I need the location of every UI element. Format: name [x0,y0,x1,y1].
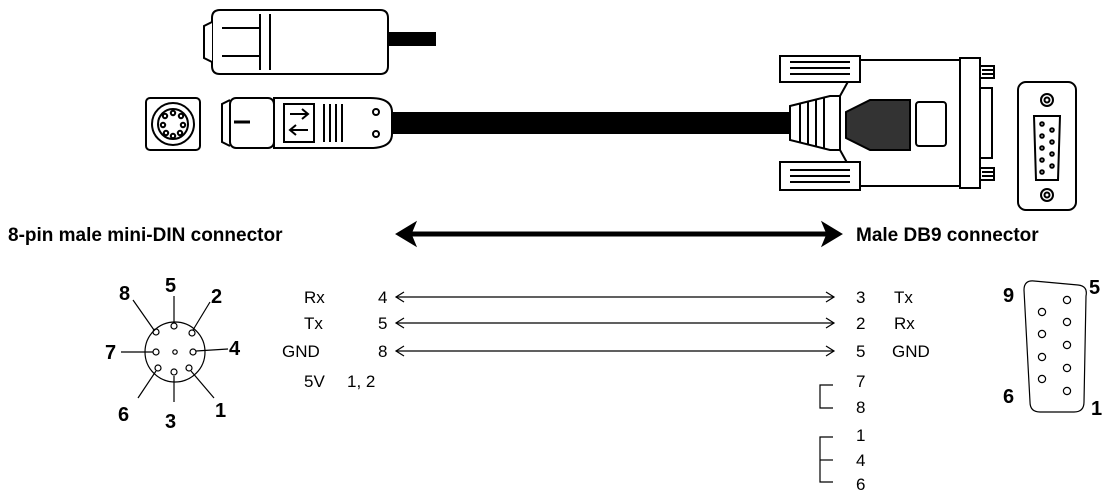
cable-top [388,32,436,46]
right-signal: Tx [894,288,913,307]
left-pin: 4 [378,288,387,307]
left-signal: Tx [304,314,323,333]
db9-front-view [1017,81,1077,211]
jumper-pin: 7 [856,372,865,391]
power-pins: 1, 2 [347,372,375,391]
right-connector-heading: Male DB9 connector [856,225,1039,246]
wiring-row: GND 8 5 GND [282,342,930,361]
left-pin: 5 [378,314,387,333]
jumper-1-4-6: 1 4 6 [819,426,865,493]
mini-din-pin-label: 2 [211,286,222,308]
wire-arrow [394,345,836,357]
jumper-pin: 6 [856,475,865,493]
mini-din-end-view [145,97,201,151]
mini-din-pin-label: 6 [118,404,129,426]
heading-double-arrow [395,220,843,248]
mini-din-pin-label: 1 [215,400,226,422]
jumper-pin: 1 [856,426,865,445]
right-signal: GND [892,342,930,361]
left-connector-heading: 8-pin male mini-DIN connector [8,225,283,246]
wiring-row: Rx 4 3 Tx [304,288,913,307]
db9-pin-label: 5 [1089,277,1100,299]
right-pin: 3 [856,288,865,307]
mini-din-pin-label: 3 [165,411,176,433]
jumper-7-8: 7 8 [819,372,865,417]
left-pin: 8 [378,342,387,361]
power-signal: 5V [304,372,325,391]
mini-din-pin-label: 7 [105,342,116,364]
db9-pin-label: 1 [1091,398,1102,420]
right-pin: 5 [856,342,865,361]
mini-din-pinout [121,296,229,402]
mini-din-pin-label: 8 [119,283,130,305]
db9-pin-label: 9 [1003,285,1014,307]
wire-arrow [394,291,836,303]
wire-arrow [394,317,836,329]
mini-din-pin-label: 5 [165,275,176,297]
wiring-row: Tx 5 2 Rx [304,314,915,333]
left-signal: Rx [304,288,325,307]
right-signal: Rx [894,314,915,333]
left-signal: GND [282,342,320,361]
cable-main [392,112,790,134]
db9-pinout [1023,280,1087,413]
jumper-pin: 4 [856,451,865,470]
db9-plug-illustration [779,55,995,191]
mini-din-pin-label: 4 [229,338,241,360]
jumper-pin: 8 [856,398,865,417]
right-pin: 2 [856,314,865,333]
mini-din-plug-top-illustration [203,9,389,75]
mini-din-plug-illustration [221,97,393,149]
db9-pin-label: 6 [1003,386,1014,408]
